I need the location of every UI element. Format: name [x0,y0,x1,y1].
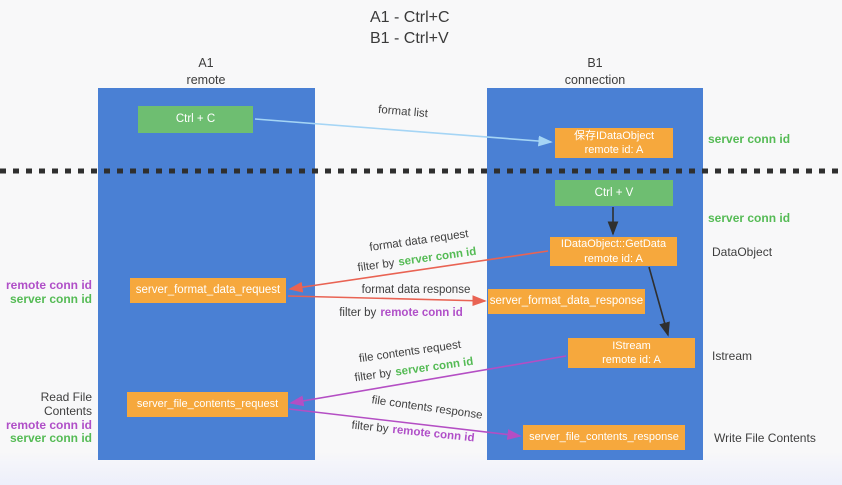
annotation-server-conn-id-1: server conn id [9,291,92,306]
node-ctrl-c-label: Ctrl + C [175,113,216,126]
annotation-read-file-contents-group: Read File Contents remote conn id server… [0,390,92,446]
annotation-left-request-ids: remote conn id server conn id [0,278,92,307]
filter-by-text: filter by [350,419,390,436]
node-file-request-label: server_file_contents_request [136,398,279,411]
node-ctrl-c: Ctrl + C [138,106,253,133]
annotation-read-file-contents: Read File Contents [40,390,92,418]
node-format-response-label: server_format_data_response [489,295,644,308]
column-b1-name: B1 [587,56,603,70]
node-server-format-data-response: server_format_data_response [488,289,645,314]
node-server-format-data-request: server_format_data_request [130,278,286,303]
diagram-title: A1 - Ctrl+C B1 - Ctrl+V [370,8,450,50]
label-format-data-response: format data response [361,284,471,296]
annotation-server-conn-id-mid: server conn id [708,211,791,225]
node-save-dataobject-line2: remote id: A [584,144,644,156]
node-istream-line2: remote id: A [602,354,661,366]
node-ctrl-v: Ctrl + V [555,180,673,206]
node-format-request-label: server_format_data_request [135,284,281,297]
node-save-dataobject: 保存IDataObject remote id: A [555,128,673,158]
column-header-b1: B1 connection [565,55,625,89]
node-file-response-label: server_file_contents_response [529,431,679,444]
filter-by-text: filter by [339,307,377,319]
node-getdata-line1: IDataObject::GetData [560,238,667,251]
server-conn-id-text: server conn id [397,245,478,269]
arrow-format-data-response [287,295,487,307]
title-line-2: B1 - Ctrl+V [370,29,449,47]
column-b1-subtitle: connection [564,72,626,87]
filter-by-text: filter by [353,367,393,385]
title-line-1: A1 - Ctrl+C [370,9,450,26]
node-ctrl-v-label: Ctrl + V [594,186,634,199]
column-header-a1: A1 remote [187,55,226,89]
annotation-remote-conn-id-1: remote conn id [5,278,92,292]
label-file-contents-response: file contents response [370,394,484,422]
annotation-istream: Istream [712,349,753,363]
column-a1-subtitle: remote [186,72,226,87]
remote-conn-id-text: remote conn id [391,423,476,445]
node-server-file-contents-request: server_file_contents_request [127,392,288,417]
node-idataobject-getdata: IDataObject::GetData remote id: A [550,237,677,266]
node-istream: IStream remote id: A [568,338,695,368]
annotation-write-file-contents: Write File Contents [714,431,816,445]
node-getdata-line2: remote id: A [584,252,643,265]
annotation-server-conn-id-2: server conn id [9,431,92,446]
node-save-dataobject-line1: 保存IDataObject [573,129,655,142]
remote-conn-id-text: remote conn id [380,307,463,319]
annotation-remote-conn-id-2: remote conn id [5,417,92,432]
node-istream-line1: IStream [612,339,651,352]
node-server-file-contents-response: server_file_contents_response [523,425,685,450]
server-conn-id-text: server conn id [394,355,475,379]
column-a1-name: A1 [198,56,214,70]
filter-by-text: filter by [356,257,396,275]
annotation-server-conn-id-top: server conn id [708,132,791,146]
label-format-list: format list [377,103,429,121]
annotation-dataobject: DataObject [712,245,773,259]
